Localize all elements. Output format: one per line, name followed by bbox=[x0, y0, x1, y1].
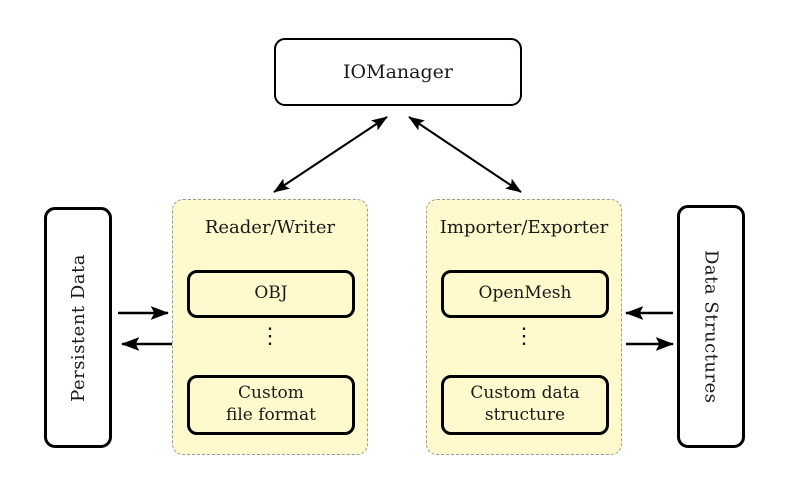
member-obj-label: OBJ bbox=[254, 283, 288, 304]
vertical-ellipsis-icon: ⋮ bbox=[259, 324, 281, 349]
member-openmesh[interactable]: OpenMesh bbox=[441, 270, 609, 318]
member-obj[interactable]: OBJ bbox=[187, 270, 355, 318]
member-custom-file-format-line2: file format bbox=[226, 405, 316, 425]
member-custom-data-structure-label: Custom data structure bbox=[470, 383, 579, 427]
group-importer-exporter-title: Importer/Exporter bbox=[439, 217, 609, 238]
node-data-structures[interactable]: Data Structures bbox=[677, 205, 745, 448]
member-custom-file-format[interactable]: Custom file format bbox=[187, 375, 355, 435]
group-reader-writer-title: Reader/Writer bbox=[204, 217, 336, 238]
connector-iomanager-readerwriter bbox=[273, 116, 388, 193]
group-importer-exporter[interactable]: Importer/Exporter OpenMesh ⋮ Custom data… bbox=[426, 199, 622, 455]
node-iomanager[interactable]: IOManager bbox=[274, 38, 522, 106]
member-custom-file-format-line1: Custom bbox=[238, 383, 304, 404]
connector-iomanager-importerexporter bbox=[408, 116, 522, 193]
member-custom-file-format-label: Custom file format bbox=[226, 383, 316, 427]
node-data-structures-label: Data Structures bbox=[700, 249, 722, 404]
group-reader-writer[interactable]: Reader/Writer OBJ ⋮ Custom file format bbox=[172, 199, 368, 455]
member-custom-data-structure-line2: structure bbox=[484, 405, 566, 425]
node-persistent-data[interactable]: Persistent Data bbox=[44, 207, 112, 448]
member-custom-data-structure[interactable]: Custom data structure bbox=[441, 375, 609, 435]
member-openmesh-label: OpenMesh bbox=[478, 283, 572, 304]
node-persistent-data-label: Persistent Data bbox=[67, 253, 89, 402]
node-iomanager-label: IOManager bbox=[343, 61, 453, 83]
member-custom-data-structure-line1: Custom data bbox=[470, 383, 580, 404]
vertical-ellipsis-icon: ⋮ bbox=[513, 324, 535, 349]
